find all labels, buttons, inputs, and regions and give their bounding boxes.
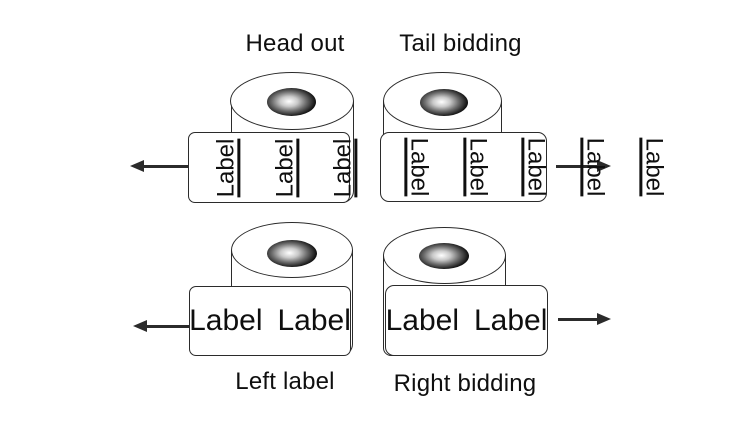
label-text: Label: [271, 138, 299, 197]
tail-bidding-title: Tail bidding: [399, 30, 522, 57]
label-text: Label: [464, 137, 492, 197]
head-out-title: Head out: [245, 30, 345, 57]
label-strip-tail-bidding: Label Label Label Label Label: [380, 132, 667, 202]
roll-core-hole: [420, 89, 468, 116]
feed-direction-right-arrow-icon: [556, 160, 611, 171]
label-text: Label: [277, 304, 351, 337]
label-text: Label: [522, 137, 550, 197]
vertical-label-cell: Label: [565, 135, 624, 199]
label-text: Label: [405, 137, 433, 197]
feed-direction-left-arrow-icon: [133, 320, 189, 331]
feed-direction-right-arrow-icon: [558, 313, 611, 324]
right-bidding-caption: Right bidding: [393, 370, 537, 397]
label-text: Label: [581, 137, 609, 197]
label-text: Label: [474, 303, 548, 337]
vertical-label-cell: Label: [197, 136, 256, 200]
label-text: Label: [640, 137, 668, 197]
label-text: Label: [329, 138, 357, 197]
left-label-caption: Left label: [235, 368, 335, 395]
roll-core-hole: [267, 88, 316, 116]
vertical-label-cell: Label: [506, 135, 565, 199]
label-strip-left-label: Label Label: [189, 286, 351, 356]
vertical-label-cell: Label: [314, 136, 373, 200]
label-text: Label: [212, 138, 240, 197]
roll-core-hole: [267, 240, 317, 267]
feed-direction-left-arrow-icon: [130, 160, 188, 171]
roll-core-hole: [419, 243, 469, 269]
label-strip-right-bidding: Label Label: [385, 285, 548, 356]
vertical-label-cell: Label: [448, 135, 507, 199]
vertical-label-cell: Label: [624, 135, 683, 199]
vertical-label-cell: Label: [389, 135, 448, 199]
label-text: Label: [385, 303, 459, 337]
label-text: Label: [189, 304, 263, 337]
vertical-label-cell: Label: [256, 136, 315, 200]
